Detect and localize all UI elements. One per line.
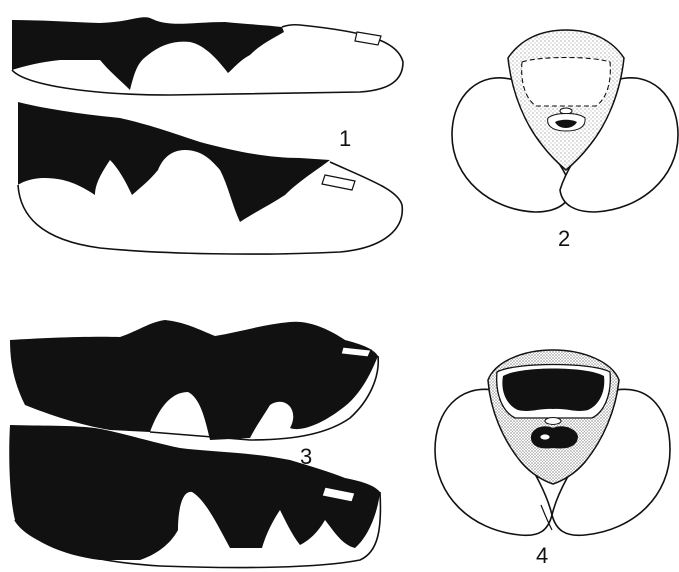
- figure-1-wing-lower: [18, 102, 402, 254]
- figure-4-frons-dark: [502, 369, 604, 411]
- figure-4-clypeus-spot: [540, 434, 550, 440]
- figure-4-label: 4: [536, 543, 548, 568]
- figure-4-antennal-base: [545, 418, 561, 425]
- figure-1-wing-upper: [12, 17, 403, 95]
- figure-2-head: [452, 30, 678, 212]
- figure-1-lower-stigma: [322, 175, 355, 190]
- figure-1-lower-black-pattern: [18, 102, 330, 222]
- figure-2-frons: [522, 58, 611, 107]
- figure-3-wing-lower: [9, 425, 380, 568]
- figure-1-upper-black-pattern: [12, 17, 284, 90]
- figure-3-label: 3: [300, 444, 312, 469]
- figure-4-head: [435, 350, 670, 535]
- figure-2-label: 2: [558, 226, 570, 251]
- figure-3-upper-black-pattern: [10, 320, 378, 440]
- figure-1-upper-stigma: [355, 32, 381, 45]
- figure-3-wing-upper: [10, 320, 378, 440]
- figure-4-clypeus-dark: [531, 426, 578, 448]
- figure-1-label: 1: [339, 126, 351, 151]
